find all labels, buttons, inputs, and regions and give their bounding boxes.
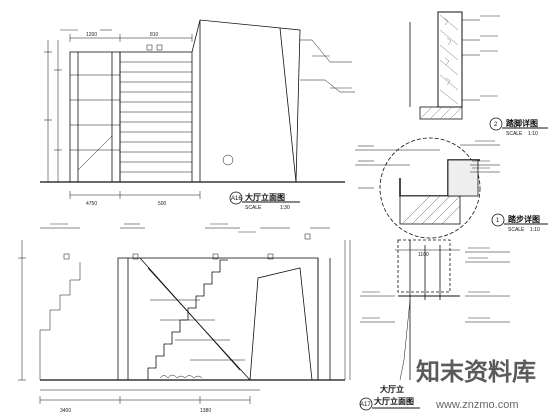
detail-1-scale-label: SCALE xyxy=(508,227,525,233)
elevation-b xyxy=(18,227,420,411)
dim-chain-left xyxy=(44,40,62,183)
leader-tags xyxy=(146,39,355,183)
pebble-bed xyxy=(159,374,203,379)
detail-1-number: 1 xyxy=(496,218,500,224)
dimension-bottom-b: 500 xyxy=(158,201,167,207)
dim-chain-bottom xyxy=(69,191,201,199)
detail-2-number: 2 xyxy=(494,122,498,128)
detail-1-title: 踏步详图 xyxy=(508,214,540,224)
elevation-a-scale: 1:30 xyxy=(280,205,290,211)
annotation-ticks xyxy=(50,15,500,319)
dimension-left-elevation-b: 3400 xyxy=(60,408,71,414)
elevation-a-number: A16 xyxy=(231,196,242,202)
watermark-url: www.znzmo.com xyxy=(435,399,519,411)
dimension-detail-top: 1100 xyxy=(418,252,429,258)
detail-1-step xyxy=(355,137,548,239)
elevation-b-title: 大厅立面图 xyxy=(374,396,414,406)
elevation-a-title: 大厅立面图 xyxy=(245,192,285,202)
elevation-c xyxy=(360,239,510,381)
dimension-bottom-a: 4750 xyxy=(86,201,97,207)
watermark: 知末资料库 www.znzmo.com xyxy=(416,358,536,411)
dimension-top-b: 810 xyxy=(150,32,159,38)
angled-wall xyxy=(191,19,301,183)
watermark-brand: 知末资料库 xyxy=(416,358,536,386)
door-panel xyxy=(119,51,193,183)
dimension-right-elevation-b: 1380 xyxy=(200,408,211,414)
wall-frame xyxy=(117,257,319,381)
elevation-a-scale-label: SCALE xyxy=(245,205,262,211)
detail-1-scale: 1:10 xyxy=(530,227,540,233)
elevation-c-title: 大厅立 xyxy=(380,384,404,394)
dimension-top-a: 1200 xyxy=(86,32,97,38)
detail-callout-circle xyxy=(379,137,481,239)
detail-2-section xyxy=(409,11,548,131)
detail-2-scale: 1:10 xyxy=(528,131,538,137)
elevation-b-number: A17 xyxy=(360,402,371,408)
detail-2-scale-label: SCALE xyxy=(506,131,523,137)
dim-chain-top xyxy=(69,34,193,42)
staircase xyxy=(139,257,251,381)
drawing-number-bubble xyxy=(229,191,243,205)
louver-lines xyxy=(120,61,192,173)
detail-2-title: 踏脚详图 xyxy=(506,118,538,128)
elevation-a xyxy=(40,19,355,205)
shelf-unit xyxy=(69,51,121,183)
